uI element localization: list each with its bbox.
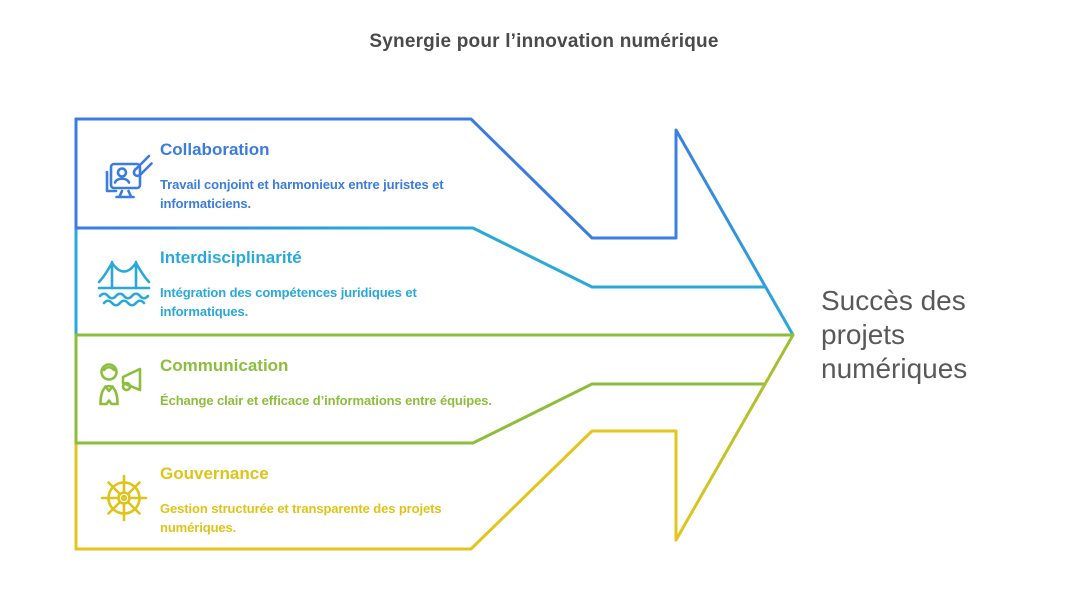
band-1-outline: [74, 117, 795, 337]
page-title: Synergie pour l’innovation numérique: [369, 31, 719, 52]
outcome-line: numériques: [821, 353, 968, 384]
outcome-line: projets: [821, 319, 906, 350]
band-gouvernance: Gouvernance Gestion structurée et transp…: [160, 464, 505, 537]
band-description: Échange clair et efficace d’informations…: [160, 393, 492, 408]
outcome-line: Succès des: [821, 285, 966, 316]
outcome-label: Succès des projets numériques: [821, 284, 1071, 386]
band-2-outline: [74, 226, 767, 289]
band-title: Gouvernance: [160, 464, 269, 483]
monitor-hand-icon: [95, 150, 153, 208]
band-description: Intégration des compétences juridiques e…: [160, 285, 417, 319]
band-collaboration: Collaboration Travail conjoint et harmon…: [160, 140, 505, 213]
band-description: Gestion structurée et transparente des p…: [160, 501, 442, 535]
bridge-icon: [95, 253, 153, 311]
band-3-outline: [74, 382, 767, 445]
band-title: Interdisciplinarité: [160, 248, 302, 267]
band-title: Communication: [160, 356, 289, 375]
band-interdisciplinarite: Interdisciplinarité Intégration des comp…: [160, 248, 505, 321]
band-communication: Communication Échange clair et efficace …: [160, 356, 505, 410]
band-4-outline: [74, 333, 795, 551]
band-title: Collaboration: [160, 140, 270, 159]
megaphone-person-icon: [95, 357, 153, 415]
band-description: Travail conjoint et harmonieux entre jur…: [160, 177, 444, 211]
ship-wheel-icon: [95, 469, 153, 527]
